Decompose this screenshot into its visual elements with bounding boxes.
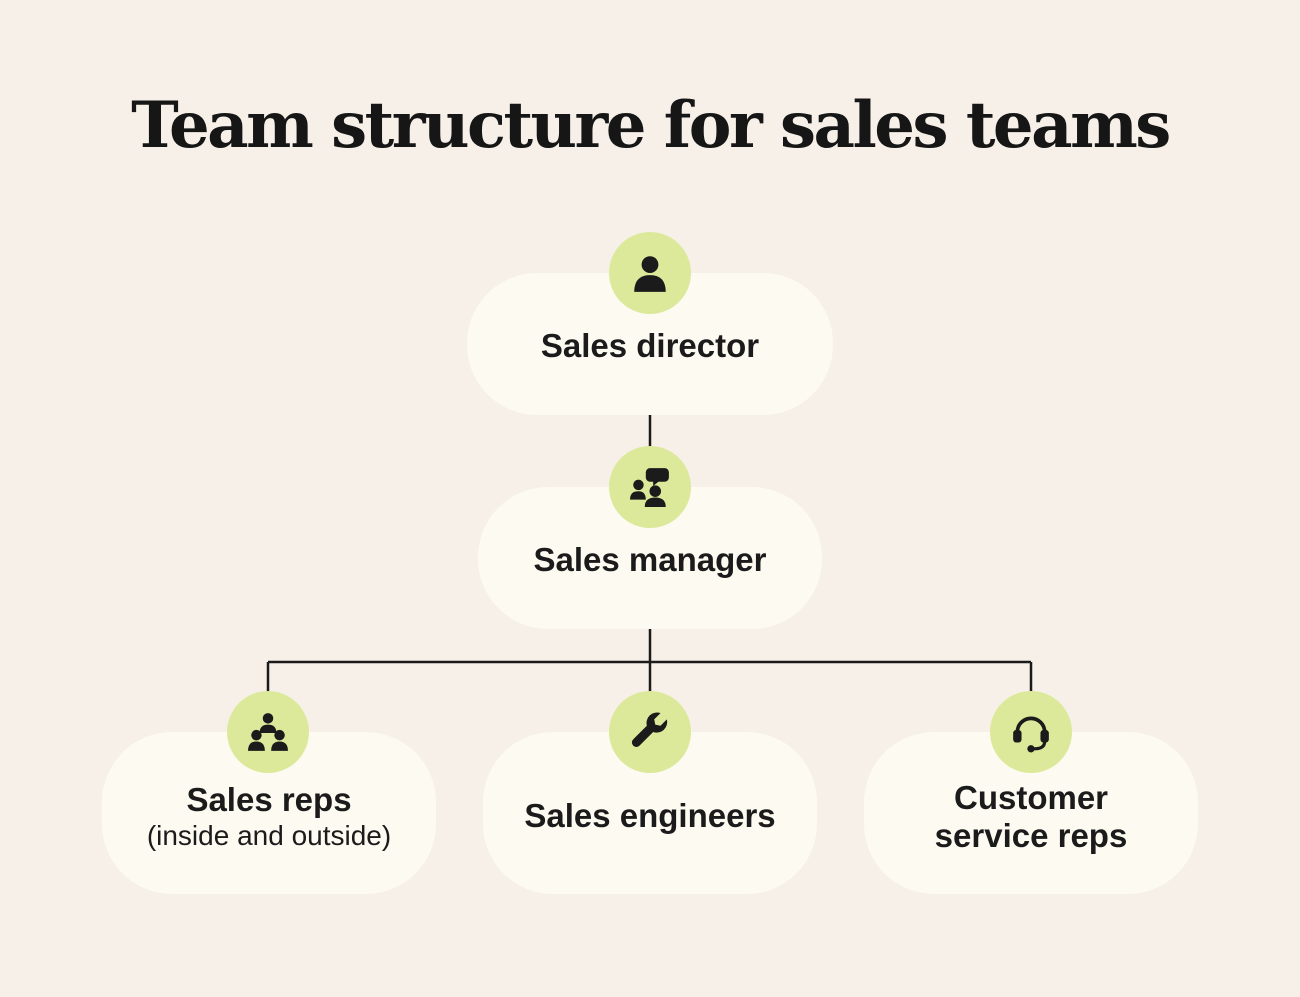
- sales-engineers-label: Sales engineers: [524, 797, 776, 834]
- sales-reps-sublabel: (inside and outside): [146, 820, 392, 851]
- customer-service-label-line1: Customer: [953, 779, 1109, 816]
- sales-reps-label: Sales reps: [186, 781, 352, 818]
- sales-director-label: Sales director: [540, 327, 760, 364]
- team-icon: [227, 691, 309, 773]
- diagram-title: Team structure for sales teams: [131, 88, 1171, 163]
- wrench-icon: [609, 691, 691, 773]
- people-chat-icon: [609, 446, 691, 528]
- person-icon: [609, 232, 691, 314]
- sales-manager-label: Sales manager: [533, 541, 767, 578]
- customer-service-label-line2: service reps: [934, 817, 1128, 854]
- headset-icon: [990, 691, 1072, 773]
